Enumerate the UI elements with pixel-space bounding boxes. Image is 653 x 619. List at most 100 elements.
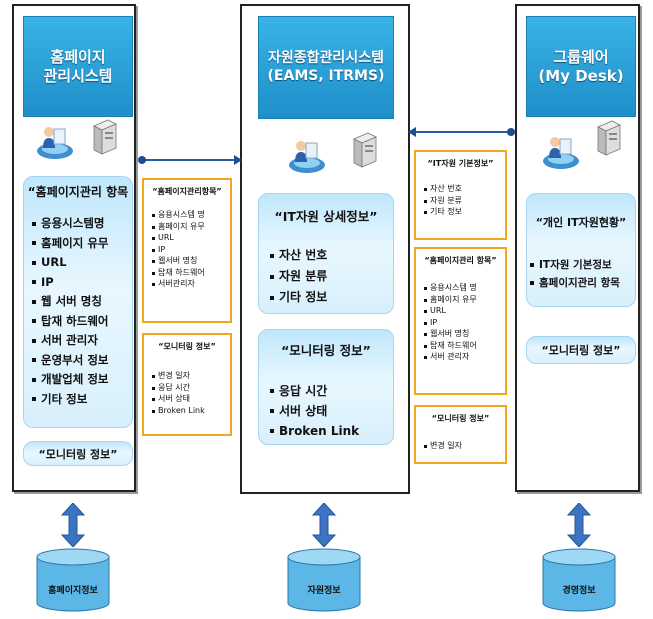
list-item: 서버관리자 xyxy=(152,278,230,290)
note-list: 자산 번호 자원 분류 기타 정보 xyxy=(424,183,505,218)
list-item: 자원 분류 xyxy=(424,195,505,207)
monitoring-info-note: “모니터링 정보” 변경 일자 응답 시간 서버 상태 Broken Link xyxy=(142,333,232,436)
list-item: 기타 정보 xyxy=(279,287,393,308)
database-label: 경영정보 xyxy=(562,586,596,596)
database-icon xyxy=(542,548,616,612)
resource-info-database: 자원정보 xyxy=(286,547,362,613)
homepage-items-note: “홈페이지관리항목” 응용시스템 명 홈페이지 유무 URL IP 웹서버 명칭… xyxy=(142,178,232,323)
list-item: 웹서버 명칭 xyxy=(424,328,505,340)
groupware-monitoring-label: “모니터링 정보” xyxy=(541,344,621,357)
list-item: 변경 일자 xyxy=(424,440,505,452)
change-date-note: “모니터링 정보” 변경 일자 xyxy=(414,405,507,464)
homepage-header-line1: 홈페이지 xyxy=(50,47,106,66)
note-list: 변경 일자 응답 시간 서버 상태 Broken Link xyxy=(152,370,230,417)
list-item: 기타 정보 xyxy=(424,206,505,218)
list-item: 홈페이지 유무 xyxy=(41,234,132,254)
list-item: 변경 일자 xyxy=(152,370,230,382)
homepage-management-note: “홈페이지관리 항목” 응용시스템 명 홈페이지 유무 URL IP 웹서버 명… xyxy=(414,247,507,395)
note-title: “모니터링 정보” xyxy=(158,342,216,351)
list-item: 홈페이지 유무 xyxy=(424,294,505,306)
server-icon xyxy=(93,119,117,155)
list-item: 서버 상태 xyxy=(152,393,230,405)
arrow-end-dot xyxy=(507,128,515,136)
note-title: “홈페이지관리항목” xyxy=(152,187,222,196)
resource-header-line1: 자원종합관리시스템 xyxy=(268,50,384,66)
note-list: 응용시스템 명 홈페이지 유무 URL IP 웹서버 명칭 탑재 하드웨어 서버… xyxy=(152,209,230,290)
management-info-database: 경영정보 xyxy=(541,547,617,613)
groupware-monitoring-box: “모니터링 정보” xyxy=(526,336,636,364)
list-item: 운영부서 정보 xyxy=(41,351,132,371)
list-item: IP xyxy=(152,244,230,256)
homepage-items-title: “홈페이지관리 항목 xyxy=(27,185,129,199)
server-icon xyxy=(597,120,621,156)
list-item: 홈페이지관리 항목 xyxy=(539,274,635,292)
user-icon xyxy=(37,127,73,159)
list-item: Broken Link xyxy=(152,405,230,417)
it-resource-detail-box: “IT자원 상세정보” 자산 번호 자원 분류 기타 정보 xyxy=(258,193,394,314)
arrow-head-left-icon xyxy=(408,127,416,137)
list-item: 홈페이지 유무 xyxy=(152,221,230,233)
homepage-system-header: 홈페이지 관리시스템 xyxy=(23,16,133,117)
personal-it-resource-title: “개인 IT자원현황” xyxy=(535,216,627,229)
resource-monitoring-box: “모니터링 정보” 응답 시간 서버 상태 Broken Link xyxy=(258,329,394,445)
note-title: “홈페이지관리 항목” xyxy=(424,256,497,265)
list-item: 응용시스템 명 xyxy=(424,282,505,294)
list-item: 웹서버 명칭 xyxy=(152,255,230,267)
list-item: 응용시스템명 xyxy=(41,214,132,234)
list-item: Broken Link xyxy=(279,421,393,441)
server-icon xyxy=(353,132,377,168)
list-item: 서버 관리자 xyxy=(424,351,505,363)
homepage-items-list: 응용시스템명 홈페이지 유무 URL IP 웹 서버 명칭 탑재 하드웨어 서버… xyxy=(41,214,132,409)
homepage-monitoring-label: “모니터링 정보” xyxy=(38,447,118,461)
note-title: “IT자원 기본정보” xyxy=(427,159,494,168)
resource-monitoring-list: 응답 시간 서버 상태 Broken Link xyxy=(279,381,393,441)
center-to-right-arrow xyxy=(408,127,515,137)
list-item: 웹 서버 명칭 xyxy=(41,292,132,312)
list-item: 기타 정보 xyxy=(41,390,132,410)
database-label: 홈페이지정보 xyxy=(48,586,98,596)
center-db-arrow xyxy=(311,503,337,547)
homepage-header-line2: 관리시스템 xyxy=(43,66,113,85)
list-item: 서버 관리자 xyxy=(41,331,132,351)
it-resource-basic-note: “IT자원 기본정보” 자산 번호 자원 분류 기타 정보 xyxy=(414,150,507,240)
list-item: 개발업체 정보 xyxy=(41,370,132,390)
list-item: 자원 분류 xyxy=(279,266,393,287)
user-icon xyxy=(543,137,579,169)
it-resource-detail-title: “IT자원 상세정보” xyxy=(274,209,378,224)
list-item: 탑재 하드웨어 xyxy=(41,312,132,332)
list-item: 응답 시간 xyxy=(279,381,393,401)
homepage-info-database: 홈페이지정보 xyxy=(35,547,111,613)
list-item: 응용시스템 명 xyxy=(152,209,230,221)
list-item: 응답 시간 xyxy=(152,382,230,394)
list-item: URL xyxy=(152,232,230,244)
list-item: 탑재 하드웨어 xyxy=(152,267,230,279)
resource-header-line2: (EAMS, ITRMS) xyxy=(267,67,385,84)
right-db-arrow xyxy=(566,503,592,547)
list-item: 탑재 하드웨어 xyxy=(424,340,505,352)
database-icon xyxy=(36,548,110,612)
homepage-management-items-box: “홈페이지관리 항목 응용시스템명 홈페이지 유무 URL IP 웹 서버 명칭… xyxy=(23,176,133,428)
list-item: IT자원 기본정보 xyxy=(539,256,635,274)
database-label: 자원정보 xyxy=(307,586,341,596)
list-item: 자산 번호 xyxy=(279,245,393,266)
note-list: 변경 일자 xyxy=(424,440,505,452)
groupware-header: 그룹웨어 (My Desk) xyxy=(526,16,636,117)
note-list: 응용시스템 명 홈페이지 유무 URL IP 웹서버 명칭 탑재 하드웨어 서버… xyxy=(424,282,505,363)
left-to-center-arrow xyxy=(138,155,242,165)
database-icon xyxy=(287,548,361,612)
arrow-head-right-icon xyxy=(234,155,242,165)
resource-monitoring-title: “모니터링 정보” xyxy=(281,343,371,358)
note-title: “모니터링 정보” xyxy=(431,414,490,423)
homepage-monitoring-box: “모니터링 정보” xyxy=(23,441,133,466)
list-item: URL xyxy=(424,305,505,317)
resource-system-header: 자원종합관리시스템 (EAMS, ITRMS) xyxy=(258,16,394,119)
list-item: 자산 번호 xyxy=(424,183,505,195)
it-resource-detail-list: 자산 번호 자원 분류 기타 정보 xyxy=(279,245,393,308)
user-icon xyxy=(289,141,325,173)
arrow-start-dot xyxy=(138,156,146,164)
personal-it-resource-box: “개인 IT자원현황” IT자원 기본정보 홈페이지관리 항목 xyxy=(526,193,636,307)
list-item: URL xyxy=(41,253,132,273)
groupware-header-line2: (My Desk) xyxy=(538,66,624,85)
groupware-header-line1: 그룹웨어 xyxy=(553,47,609,66)
personal-it-resource-list: IT자원 기본정보 홈페이지관리 항목 xyxy=(539,256,635,292)
